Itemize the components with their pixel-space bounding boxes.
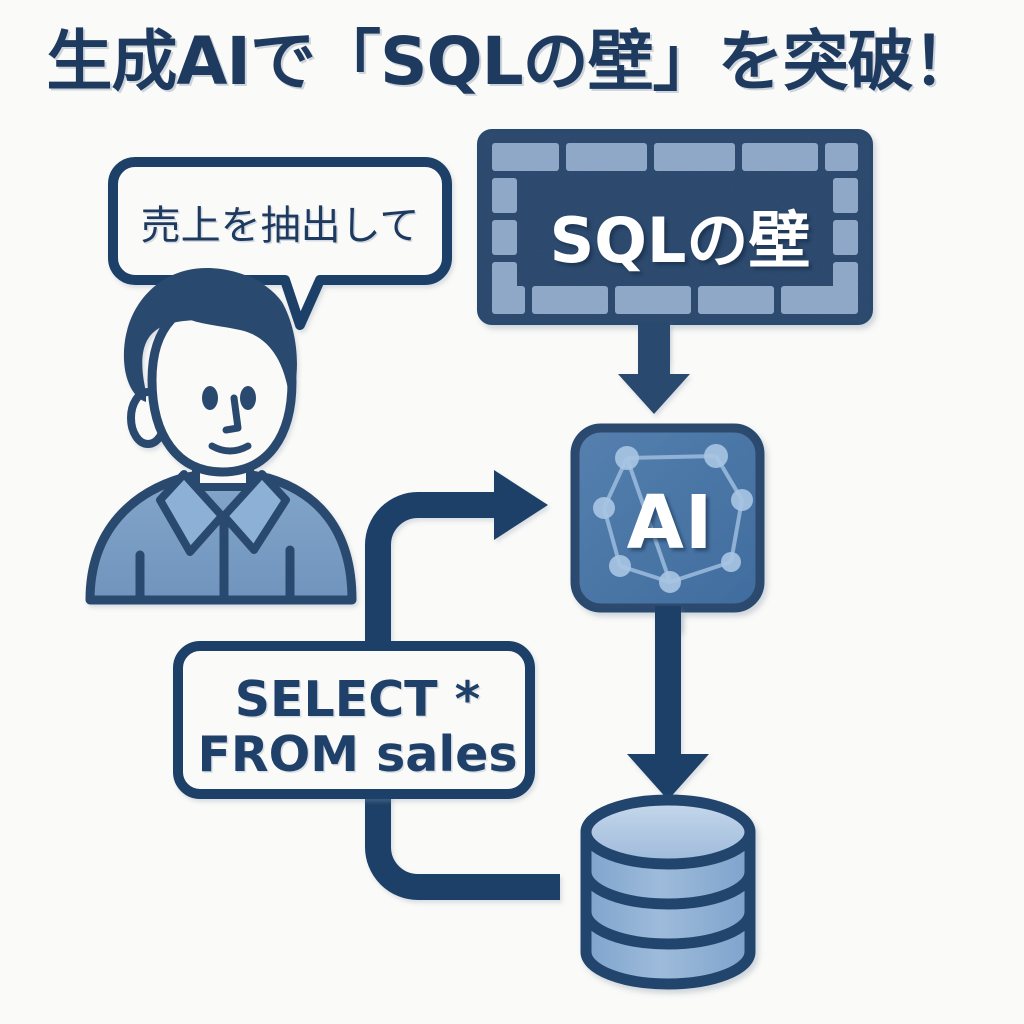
avatar-hair — [123, 267, 282, 402]
sql-query-box-shape — [173, 641, 535, 799]
sql-query-box — [173, 641, 535, 799]
user-avatar — [85, 267, 357, 605]
loop-arrow-head — [494, 470, 548, 540]
db-top — [580, 794, 756, 870]
avatar-eye-left — [202, 386, 218, 410]
db-band-divider-2 — [580, 911, 756, 950]
db-arrow-shape — [627, 606, 709, 800]
ai-to-database-arrow — [627, 606, 709, 800]
speech-bubble — [108, 157, 452, 330]
avatar-collar-left — [156, 470, 226, 556]
ai-box — [570, 423, 765, 630]
sql-wall — [477, 129, 873, 360]
avatar-collar-right — [220, 470, 290, 554]
database-cylinder — [580, 794, 756, 990]
arrow-down-head — [618, 322, 690, 414]
db-band-divider-1 — [580, 871, 756, 910]
avatar-eye-right — [240, 386, 256, 410]
avatar-hair-right — [186, 302, 297, 404]
wall-to-ai-arrow — [618, 322, 690, 414]
speech-bubble-shape — [108, 157, 452, 330]
